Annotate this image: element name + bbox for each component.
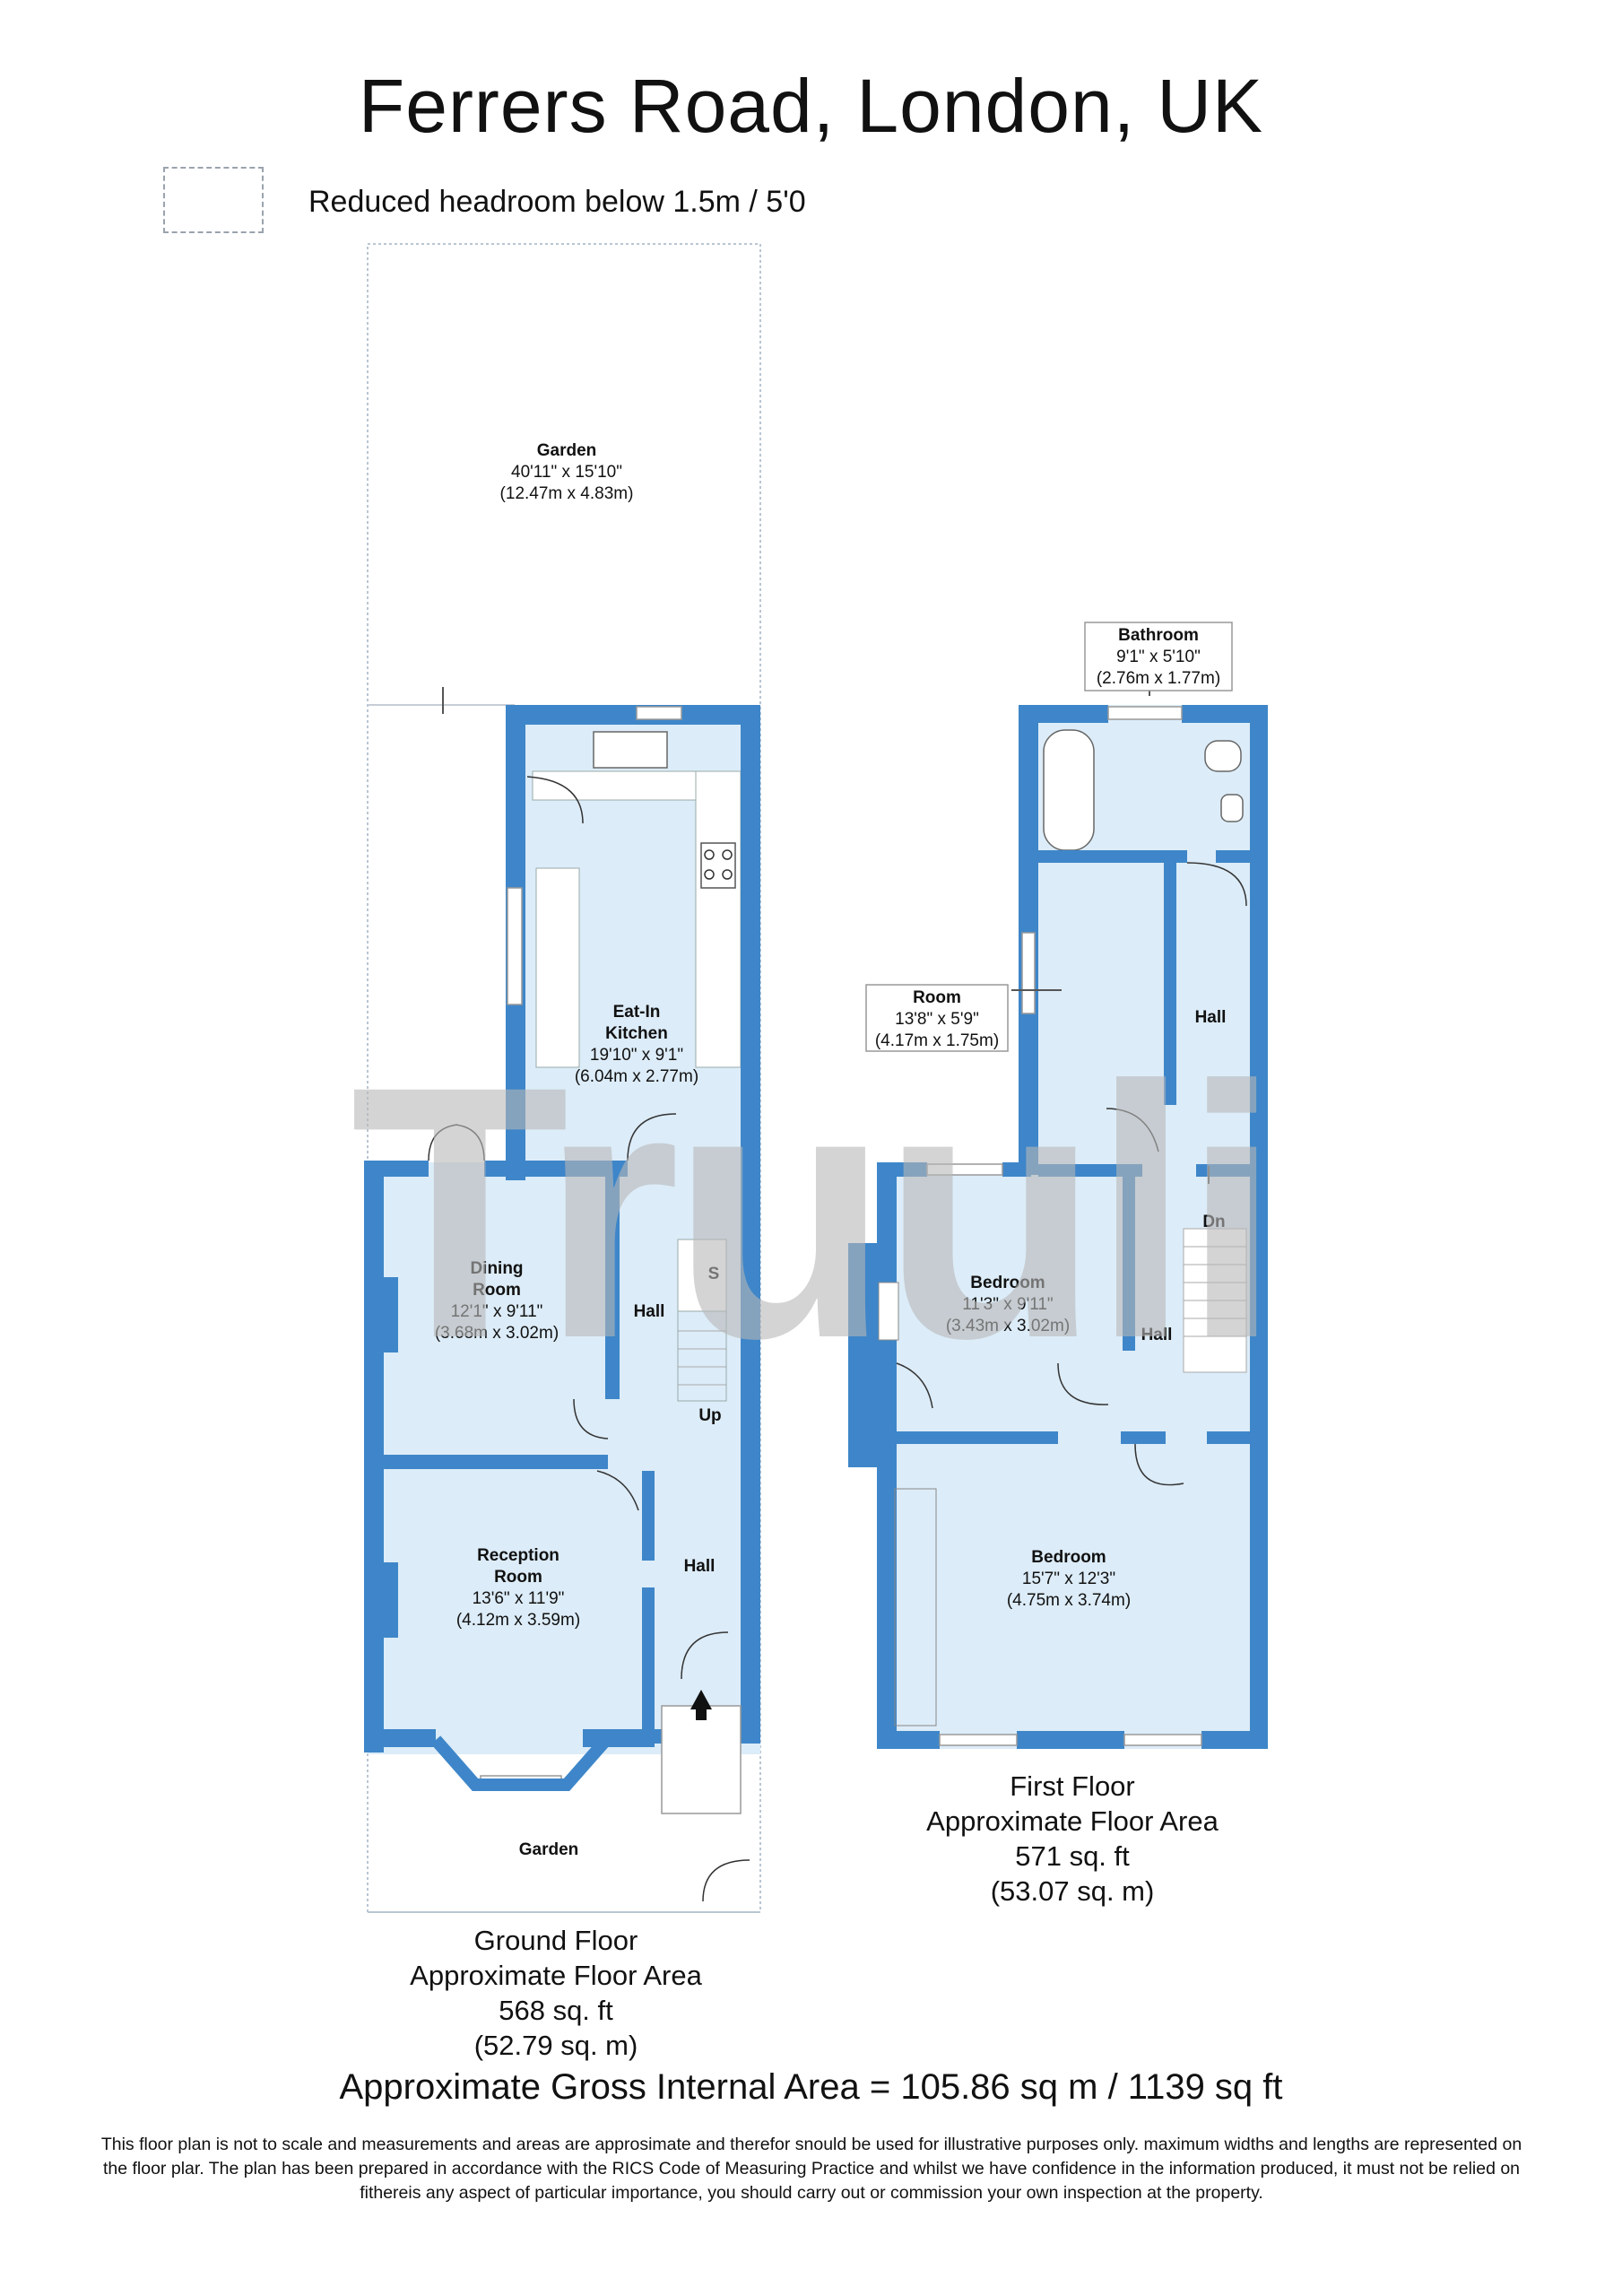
- ground-floor-plan: Garden 40'11" x 15'10" (12.47m x 4.83m) …: [364, 243, 761, 1913]
- bedroom-dims-metric: (3.43m x 3.02m): [946, 1317, 1070, 1335]
- bedroom-name: Bedroom: [970, 1274, 1045, 1292]
- caption-line: First Floor: [1010, 1770, 1135, 1802]
- bathroom-dims-metric: (2.76m x 1.77m): [1097, 669, 1220, 688]
- dining-name-2: Room: [473, 1281, 521, 1300]
- garden-dims-metric: (12.47m x 4.83m): [500, 484, 634, 503]
- basin-icon: [1220, 794, 1244, 822]
- kitchen-dims-metric: (6.04m x 2.77m): [575, 1067, 698, 1086]
- reception-name-1: Reception: [477, 1546, 559, 1565]
- bedroom-name: Bedroom: [1031, 1548, 1106, 1567]
- caption-line: 568 sq. ft: [499, 1995, 613, 2026]
- store-label: S: [708, 1265, 720, 1283]
- bedroom-dims-metric: (4.75m x 3.74m): [1007, 1591, 1131, 1610]
- disclaimer: This floor plan is not to scale and meas…: [100, 2135, 1522, 2203]
- first-floor-caption: First Floor Approximate Floor Area 571 s…: [875, 1769, 1270, 1909]
- room-dims-metric: (4.17m x 1.75m): [875, 1031, 999, 1050]
- stairs-down-label: Dn: [1202, 1213, 1225, 1231]
- bedroom-dims: 15'7" x 12'3": [1022, 1570, 1115, 1588]
- hall-label: Hall: [1195, 1008, 1227, 1027]
- garden-name: Garden: [537, 441, 597, 460]
- bathroom-name: Bathroom: [1118, 626, 1199, 645]
- kitchen-name-1: Eat-In: [613, 1003, 661, 1022]
- caption-line: (53.07 sq. m): [990, 1875, 1155, 1907]
- garden-dims: 40'11" x 15'10": [511, 463, 622, 482]
- reception-dims-metric: (4.12m x 3.59m): [456, 1611, 580, 1630]
- hall-label: Hall: [1141, 1326, 1173, 1344]
- stairs-up-label: Up: [698, 1406, 721, 1425]
- caption-line: Approximate Floor Area: [926, 1805, 1219, 1837]
- room-dims: 13'8" x 5'9": [895, 1010, 979, 1029]
- first-floor-plan: Bathroom 9'1" x 5'10" (2.76m x 1.77m) Ro…: [848, 622, 1268, 1749]
- caption-line: Ground Floor: [473, 1925, 638, 1956]
- hall-label: Hall: [684, 1557, 716, 1576]
- kitchen-name-2: Kitchen: [605, 1024, 668, 1043]
- sink-icon: [593, 731, 668, 769]
- toilet-icon: [1204, 740, 1242, 772]
- watermark-logo: Truuli: [351, 1012, 1273, 1413]
- ground-floor-caption: Ground Floor Approximate Floor Area 568 …: [359, 1923, 753, 2063]
- room-name: Room: [913, 988, 961, 1007]
- dining-name-1: Dining: [470, 1259, 523, 1278]
- bathtub-icon: [1043, 729, 1095, 851]
- hob-icon: [700, 842, 736, 889]
- hall-label: Hall: [634, 1302, 665, 1321]
- page-title: Ferrers Road, London, UK: [358, 64, 1264, 148]
- dining-dims-metric: (3.68m x 3.02m): [435, 1324, 559, 1343]
- entrance-arrow-icon: [690, 1690, 712, 1720]
- bedroom-dims: 11'3" x 9'11": [962, 1295, 1053, 1314]
- dashed-box-icon: [163, 167, 264, 233]
- caption-line: 571 sq. ft: [1015, 1840, 1130, 1872]
- reception-dims: 13'6" x 11'9": [473, 1589, 565, 1608]
- bathroom-dims: 9'1" x 5'10": [1116, 648, 1201, 666]
- dining-dims: 12'1" x 9'11": [451, 1302, 543, 1321]
- kitchen-dims: 19'10" x 9'1": [590, 1046, 683, 1065]
- caption-line: (52.79 sq. m): [473, 2030, 638, 2061]
- caption-line: Approximate Floor Area: [410, 1960, 702, 1991]
- reception-name-2: Room: [494, 1568, 542, 1587]
- legend-label: Reduced headroom below 1.5m / 5'0: [308, 185, 806, 219]
- front-garden-label: Garden: [519, 1840, 579, 1859]
- gross-internal-area: Approximate Gross Internal Area = 105.86…: [339, 2067, 1283, 2107]
